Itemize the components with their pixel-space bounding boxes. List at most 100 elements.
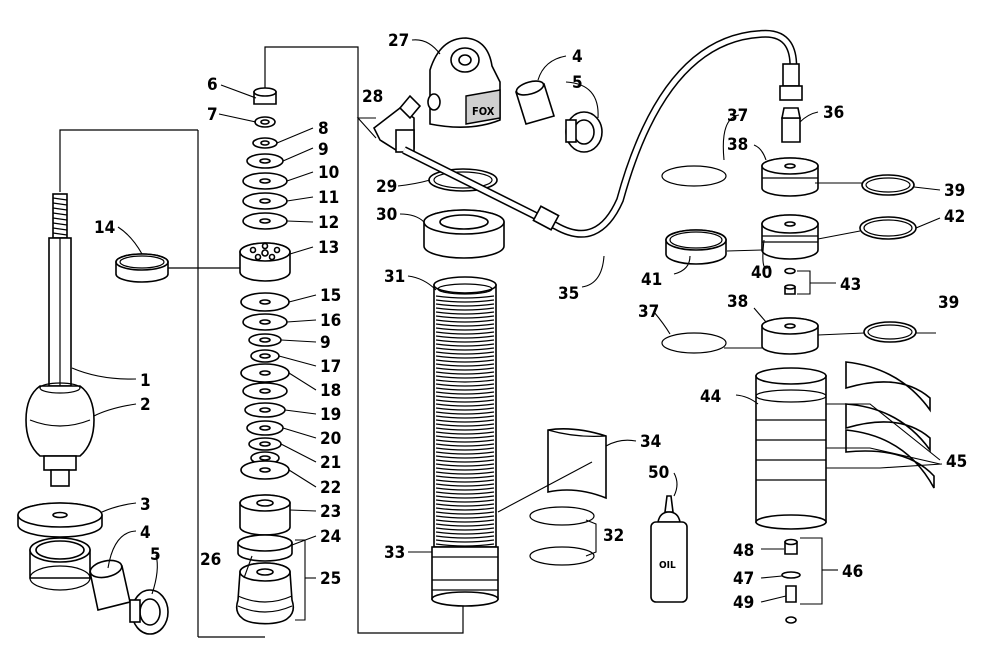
thread-line <box>435 471 495 475</box>
thread-line <box>435 539 495 543</box>
callout-21: 21 <box>320 453 341 473</box>
assembly-bracket-lines <box>59 46 464 638</box>
callout-44: 44 <box>700 387 721 407</box>
thread-line <box>435 323 495 327</box>
thread-line <box>435 535 495 539</box>
callout-37-lower: 37 <box>638 302 659 322</box>
callout-5-right: 5 <box>572 73 583 93</box>
thread-line <box>435 327 495 331</box>
callout-labels: 1 2 3 4 5 6 7 8 9 10 11 12 13 14 15 16 9… <box>94 31 967 613</box>
callout-40: 40 <box>751 263 772 283</box>
thread-line <box>435 451 495 455</box>
callout-15: 15 <box>320 286 341 306</box>
thread-line <box>435 479 495 483</box>
callout-28: 28 <box>362 87 383 107</box>
callout-6: 6 <box>207 75 218 95</box>
callout-50: 50 <box>648 463 669 483</box>
thread-line <box>435 423 495 427</box>
thread-line <box>435 487 495 491</box>
callout-5-left: 5 <box>150 545 161 565</box>
callout-14: 14 <box>94 218 115 238</box>
callout-27: 27 <box>388 31 409 51</box>
callout-47: 47 <box>733 569 754 589</box>
thread-line <box>435 343 495 347</box>
thread-line <box>435 335 495 339</box>
callout-7: 7 <box>207 105 218 125</box>
callout-32: 32 <box>603 526 624 546</box>
thread-line <box>435 435 495 439</box>
callout-13: 13 <box>318 238 339 258</box>
callout-25: 25 <box>320 569 341 589</box>
oil-bottle: OIL <box>650 495 688 603</box>
callout-18: 18 <box>320 381 341 401</box>
thread-line <box>435 399 495 403</box>
callout-43: 43 <box>840 275 861 295</box>
callout-39-lower: 39 <box>938 293 959 313</box>
thread-line <box>435 303 495 307</box>
callout-38-lower: 38 <box>727 292 748 312</box>
shock-body <box>431 276 499 607</box>
callout-38-top: 38 <box>727 135 748 155</box>
thread-line <box>435 507 495 511</box>
thread-line <box>435 531 495 535</box>
oil-bottle-label: OIL <box>659 560 676 571</box>
callout-41: 41 <box>641 270 662 290</box>
thread-line <box>435 431 495 435</box>
thread-line <box>435 351 495 355</box>
thread-line <box>435 383 495 387</box>
valve-stack <box>235 87 295 625</box>
thread-line <box>435 475 495 479</box>
callout-46: 46 <box>842 562 863 582</box>
callout-20: 20 <box>320 429 341 449</box>
thread-line <box>435 407 495 411</box>
callout-9-lower: 9 <box>320 333 331 353</box>
thread-line <box>435 315 495 319</box>
thread-line <box>435 355 495 359</box>
thread-line <box>435 519 495 523</box>
thread-line <box>435 375 495 379</box>
thread-line <box>435 459 495 463</box>
hose <box>402 29 803 238</box>
thread-line <box>435 511 495 515</box>
thread-line <box>435 491 495 495</box>
callout-12: 12 <box>318 213 339 233</box>
callout-48: 48 <box>733 541 754 561</box>
callout-29: 29 <box>376 177 397 197</box>
callout-39-top: 39 <box>944 181 965 201</box>
reservoir-assembly <box>661 107 935 624</box>
callout-19: 19 <box>320 405 341 425</box>
reservoir-logo: FOX <box>472 105 495 118</box>
thread-line <box>435 543 495 547</box>
callout-17: 17 <box>320 357 341 377</box>
thread-line <box>435 427 495 431</box>
thread-line <box>435 395 495 399</box>
thread-line <box>435 499 495 503</box>
callout-42: 42 <box>944 207 965 227</box>
thread-line <box>435 319 495 323</box>
callout-36: 36 <box>823 103 844 123</box>
leader-lines <box>71 39 943 621</box>
thread-line <box>435 443 495 447</box>
callout-49: 49 <box>733 593 754 613</box>
callout-4-left: 4 <box>140 523 151 543</box>
thread-line <box>435 347 495 351</box>
callout-9-top: 9 <box>318 140 329 160</box>
shaft-assembly <box>17 193 169 635</box>
callout-37-top: 37 <box>727 106 748 126</box>
callout-2: 2 <box>140 395 151 415</box>
callout-31: 31 <box>384 267 405 287</box>
thread-line <box>435 463 495 467</box>
thread-line <box>435 311 495 315</box>
thread-line <box>435 307 495 311</box>
thread-line <box>435 379 495 383</box>
thread-line <box>435 523 495 527</box>
callout-22: 22 <box>320 478 341 498</box>
callout-24: 24 <box>320 527 341 547</box>
callout-23: 23 <box>320 502 341 522</box>
thread-line <box>435 359 495 363</box>
thread-line <box>435 295 495 299</box>
callout-11: 11 <box>318 188 339 208</box>
callout-3: 3 <box>140 495 151 515</box>
thread-line <box>435 367 495 371</box>
